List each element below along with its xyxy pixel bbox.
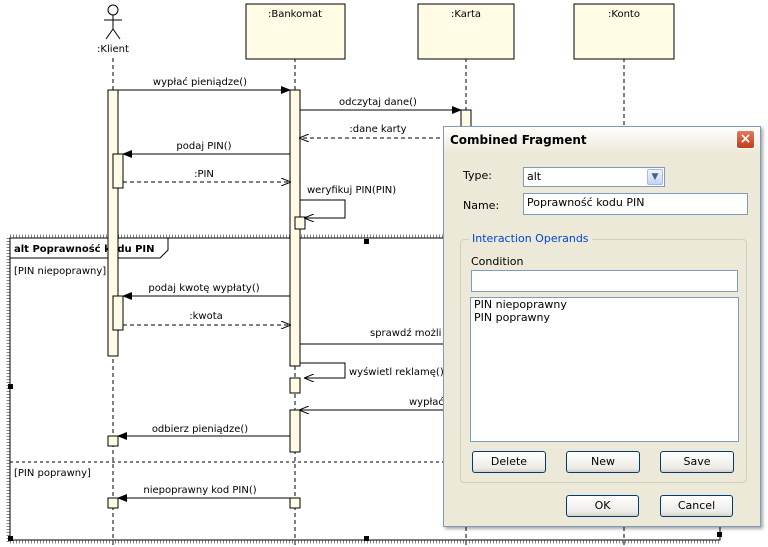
self-message-arrow[interactable] xyxy=(300,362,346,378)
type-combobox[interactable]: alt ▼ xyxy=(523,167,665,187)
name-label: Name: xyxy=(463,199,500,212)
activation-klient-nested xyxy=(112,153,124,189)
group-title: Interaction Operands xyxy=(469,232,592,245)
message-label: sprawdź możli xyxy=(370,327,441,339)
message-label: :dane karty xyxy=(349,124,406,135)
lifeline-label-karta: :Karta xyxy=(451,9,481,20)
message-label: :kwota xyxy=(189,311,223,322)
fragment-guard-2: [PIN poprawny] xyxy=(14,468,91,479)
close-icon[interactable]: × xyxy=(736,130,755,149)
dialog-title-bar[interactable]: Combined Fragment × xyxy=(444,127,760,154)
message-label: odbierz pieniądze() xyxy=(152,424,248,435)
message-label: podaj kwotę wypłaty() xyxy=(148,283,259,294)
activation-bankomat xyxy=(289,497,301,509)
condition-field[interactable] xyxy=(471,270,738,292)
ok-button[interactable]: OK xyxy=(566,495,639,517)
stick-figure-icon[interactable] xyxy=(104,4,122,40)
message-label: :PIN xyxy=(194,169,214,180)
selection-border xyxy=(6,234,720,544)
lifeline-box-bankomat[interactable] xyxy=(245,3,346,60)
name-value: Poprawność kodu PIN xyxy=(527,196,645,209)
operands-list[interactable]: PIN niepoprawny PIN poprawny xyxy=(470,297,739,442)
lifeline-label-klient: :Klient xyxy=(97,44,129,55)
fragment-guard-1: [PIN niepoprawny] xyxy=(14,266,106,277)
cancel-button[interactable]: Cancel xyxy=(660,495,733,517)
fragment-label: alt Poprawność kodu PIN xyxy=(14,243,155,255)
chevron-down-icon[interactable]: ▼ xyxy=(647,169,663,185)
activation-klient xyxy=(107,435,119,447)
fragment-label-tab xyxy=(9,237,169,259)
activation-bankomat-nested xyxy=(289,377,301,394)
message-label: wyświetl reklamę() xyxy=(349,366,444,378)
lifeline-box-karta[interactable] xyxy=(417,3,515,60)
activation-klient-nested xyxy=(112,295,124,331)
lifeline-label-bankomat: :Bankomat xyxy=(268,9,322,20)
lifeline-box-konto[interactable] xyxy=(573,3,675,60)
type-value: alt xyxy=(527,170,542,183)
activation-bankomat-nested xyxy=(294,216,306,230)
type-label: Type: xyxy=(463,169,492,182)
save-button[interactable]: Save xyxy=(660,451,734,473)
delete-button[interactable]: Delete xyxy=(472,451,546,473)
interaction-operands-group: Interaction Operands Condition PIN niepo… xyxy=(460,232,747,483)
message-label: wypłać pieniądze() xyxy=(153,76,247,88)
lifeline-label-konto: :Konto xyxy=(608,9,640,20)
selection-handles[interactable] xyxy=(8,239,722,541)
message-label: wypłać xyxy=(409,396,444,408)
new-button[interactable]: New xyxy=(566,451,640,473)
list-item[interactable]: PIN poprawny xyxy=(474,311,551,324)
message-label: weryfikuj PIN(PIN) xyxy=(307,185,396,196)
list-item[interactable]: PIN niepoprawny xyxy=(474,298,567,311)
combined-fragment-dialog: Combined Fragment × Type: alt ▼ Name: Po… xyxy=(443,126,761,527)
dialog-title: Combined Fragment xyxy=(450,133,587,147)
name-field[interactable]: Poprawność kodu PIN xyxy=(523,193,748,215)
self-message-arrow[interactable] xyxy=(300,199,346,218)
message-label: podaj PIN() xyxy=(176,141,231,152)
message-label: odczytaj dane() xyxy=(339,97,417,108)
message-label: niepoprawny kod PIN() xyxy=(143,485,256,496)
activation-klient xyxy=(107,89,119,357)
condition-label: Condition xyxy=(471,255,524,268)
activation-bankomat xyxy=(289,409,301,453)
activation-klient xyxy=(107,497,119,509)
